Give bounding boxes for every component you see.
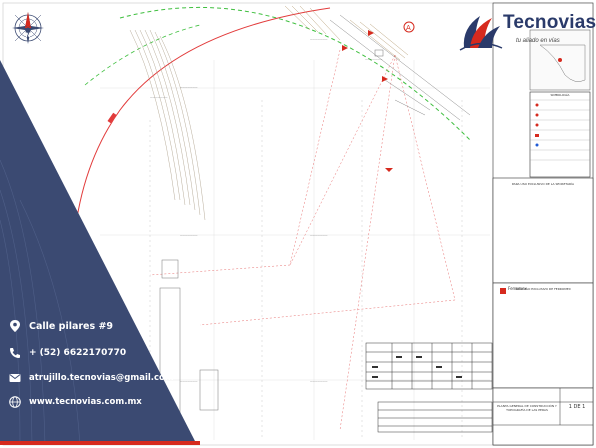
svg-text:———————: ——————— xyxy=(310,234,328,237)
address-text: Calle pilares #9 xyxy=(29,320,114,332)
brand-name: Tecnovias xyxy=(503,12,596,33)
map-pin-icon xyxy=(9,320,21,332)
title-block-secretaria: PARA USO EXCLUSIVO DE LA SECRETARÍA xyxy=(511,182,575,186)
svg-text:———————: ——————— xyxy=(310,38,328,41)
email-icon xyxy=(9,372,21,384)
legend-title: SIMBOLOGÍA xyxy=(550,93,570,97)
svg-text:A: A xyxy=(406,24,411,32)
address-row: Calle pilares #9 xyxy=(9,320,113,332)
svg-text:———————: ——————— xyxy=(180,234,198,237)
website-text[interactable]: www.tecnovias.com.mx xyxy=(29,397,142,407)
north-arrow-icon xyxy=(12,12,44,44)
phone-text[interactable]: + (52) 6622170770 xyxy=(29,348,127,358)
contact-panel xyxy=(0,60,197,445)
svg-text:———————: ——————— xyxy=(180,380,198,383)
email-row[interactable]: atrujillo.tecnovias@gmail.com xyxy=(9,372,174,384)
email-text[interactable]: atrujillo.tecnovias@gmail.com xyxy=(29,373,174,383)
north-label: N xyxy=(25,32,31,39)
svg-text:———————: ——————— xyxy=(150,96,168,99)
project-title: PLANTA GENERAL DE CONSTRUCCIÓN Y TOPOGRA… xyxy=(497,404,557,412)
website-row[interactable]: www.tecnovias.com.mx xyxy=(9,396,142,408)
sheet-number: 1 DE 1 xyxy=(568,404,586,410)
globe-icon xyxy=(9,396,21,408)
svg-text:———————: ——————— xyxy=(365,58,383,61)
brand-logo-icon xyxy=(459,16,503,51)
phone-icon xyxy=(9,347,21,359)
grid-lines xyxy=(100,60,490,440)
ferromex-label: Ferromex xyxy=(508,286,527,291)
phone-row[interactable]: + (52) 6622170770 xyxy=(9,347,126,359)
title-block-ferromex: PARA USO EXCLUSIVO DE FERROMEX xyxy=(515,287,571,291)
svg-text:———————: ——————— xyxy=(310,380,328,383)
brand-tagline: tu aliado en vías xyxy=(516,38,560,44)
svg-text:———————: ——————— xyxy=(180,86,198,89)
